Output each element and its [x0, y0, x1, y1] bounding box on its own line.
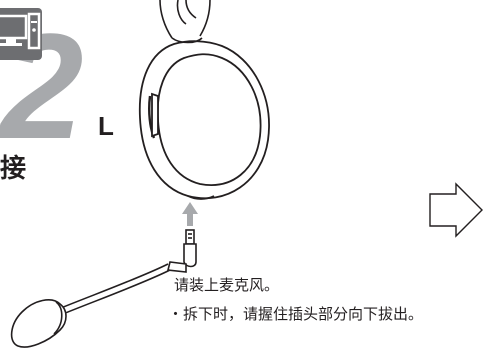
arrow-up-icon — [182, 202, 198, 226]
headphone-headband — [159, 0, 211, 44]
connect-label: 接 — [0, 154, 27, 184]
arrow-right-outline-icon — [429, 182, 483, 238]
instruction-line-1: 请装上麦克风。 — [174, 276, 280, 294]
side-label: L — [98, 111, 114, 141]
microphone-boom — [55, 229, 197, 317]
microphone-foam — [10, 299, 67, 348]
computer-monitor-icon — [0, 8, 42, 60]
headphone-ear-cup — [138, 40, 270, 200]
instruction-line-2: ・拆下时，请握住插头部分向下拔出。 — [168, 305, 424, 323]
